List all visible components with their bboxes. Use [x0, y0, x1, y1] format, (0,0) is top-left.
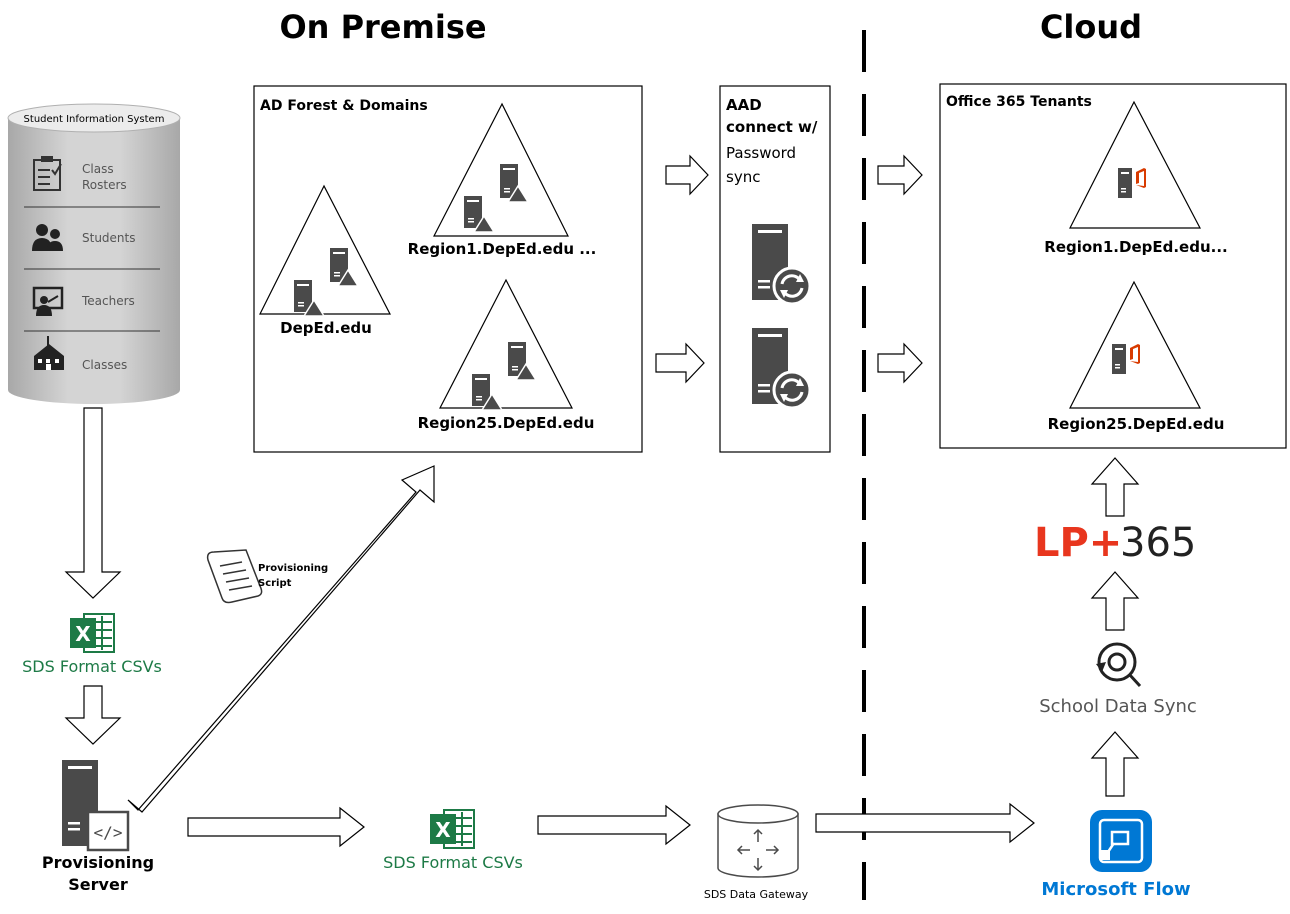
domain-region25-label: Region25.DepEd.edu	[418, 414, 595, 432]
sync-server-icon	[750, 326, 812, 410]
provisioning-script-line1: Provisioning	[258, 563, 328, 574]
arrow-csv-to-gateway	[537, 804, 691, 846]
flow-icon	[1090, 810, 1152, 872]
sis-item-class-rosters-line1: Class	[82, 162, 114, 176]
lp365-suffix: 365	[1120, 520, 1196, 566]
sds-sync-icon	[1096, 642, 1142, 688]
arrow-server-to-csv-mid	[187, 806, 365, 848]
csv-mid-label: SDS Format CSVs	[383, 853, 523, 872]
domain-triangle	[259, 184, 391, 315]
school-building-icon	[34, 336, 64, 370]
sis-item-class-rosters-line2: Rosters	[82, 178, 127, 192]
arrow-sds-to-lp365	[1090, 571, 1140, 631]
ad-forest-title: AD Forest & Domains	[260, 98, 428, 114]
teacher-board-icon	[32, 286, 64, 316]
flow-label: Microsoft Flow	[1041, 879, 1190, 900]
sds-label: School Data Sync	[1039, 696, 1197, 717]
ad-forest-box	[253, 85, 643, 453]
people-icon	[32, 224, 63, 251]
gateway-label: SDS Data Gateway	[704, 888, 809, 901]
arrow-flow-to-sds	[1090, 731, 1140, 797]
aad-line3: Password	[726, 144, 796, 162]
arrow-lp365-to-o365	[1090, 457, 1140, 517]
arrow-aad-to-o365-top	[877, 154, 923, 196]
provisioning-server-line1: Provisioning	[42, 853, 154, 872]
domain-region1-label: Region1.DepEd.edu ...	[408, 240, 597, 258]
sis-title: Student Information System	[24, 114, 165, 125]
arrow-ad-to-aad-bottom	[655, 342, 705, 384]
aad-line1: AAD	[726, 96, 762, 114]
domain-deped-label: DepEd.edu	[280, 319, 372, 337]
tenant-triangle	[1069, 280, 1201, 409]
sis-item-classes: Classes	[82, 358, 127, 372]
aad-line2: connect w/	[726, 118, 818, 136]
heading-on-premise: On Premise	[279, 8, 486, 46]
arrow-sis-to-csv	[64, 407, 122, 599]
arrow-csv-to-server	[64, 685, 122, 745]
arrow-gateway-to-flow	[815, 802, 1035, 844]
scroll-icon	[206, 549, 263, 604]
heading-cloud: Cloud	[1040, 8, 1142, 46]
provisioning-script-line2: Script	[258, 578, 292, 589]
gateway-cylinder-icon	[717, 804, 799, 878]
domain-triangle	[439, 278, 573, 409]
excel-icon	[69, 613, 115, 653]
server-code-icon: </>	[62, 760, 130, 852]
lp365-logo: LP+ 365	[1034, 520, 1196, 566]
sis-item-teachers: Teachers	[81, 294, 135, 308]
o365-title: Office 365 Tenants	[946, 94, 1092, 110]
tenant-triangle	[1069, 100, 1201, 229]
o365-tenants-box	[939, 83, 1287, 449]
tenant-region1-label: Region1.DepEd.edu...	[1044, 238, 1227, 256]
svg-text:</>: </>	[94, 823, 123, 842]
tenant-region25-label: Region25.DepEd.edu	[1048, 415, 1225, 433]
sis-cylinder: Student Information System Class Rosters…	[7, 103, 181, 404]
sync-server-icon	[750, 222, 812, 306]
aad-connect-box	[719, 85, 831, 453]
clipboard-checklist-icon	[33, 156, 62, 191]
aad-line4: sync	[726, 168, 760, 186]
arrow-aad-to-o365-bottom	[877, 342, 923, 384]
csv-left-label: SDS Format CSVs	[22, 657, 162, 676]
sis-item-students: Students	[82, 231, 136, 245]
provisioning-server-line2: Server	[68, 875, 128, 894]
lp365-brand: LP+	[1034, 520, 1122, 566]
arrow-ad-to-aad-top	[665, 154, 709, 196]
arrow-server-to-ad	[127, 465, 435, 813]
excel-icon	[429, 809, 475, 849]
